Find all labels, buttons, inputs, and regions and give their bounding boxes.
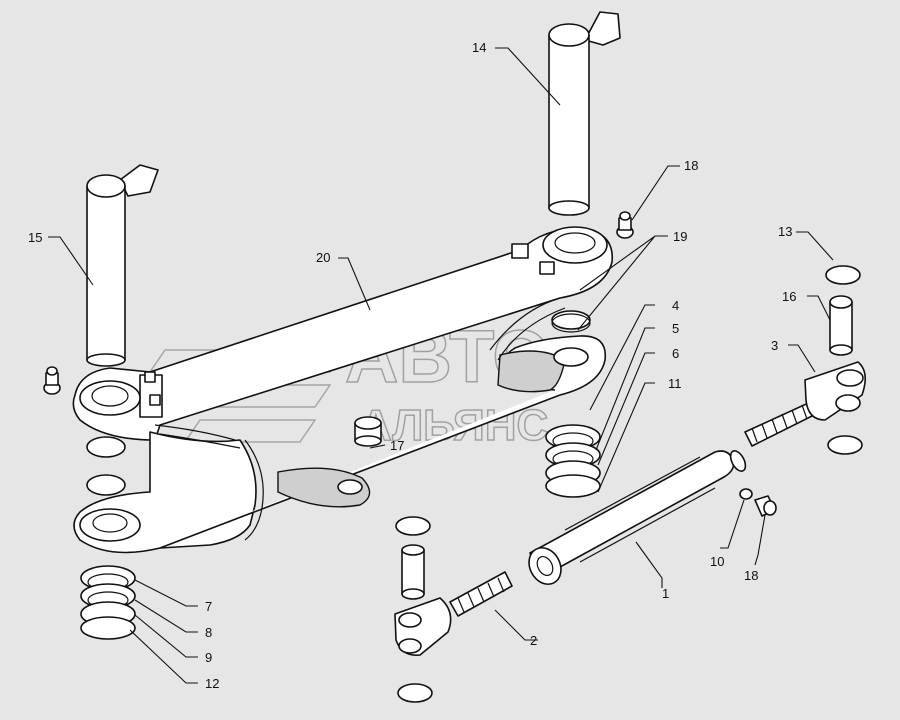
ring-13 [825, 265, 861, 285]
ring-top-2 [395, 516, 431, 536]
clevis-3 [744, 361, 866, 447]
callout-18-upper: 18 [684, 158, 698, 173]
callout-2: 2 [530, 633, 537, 648]
spring-stack-left [80, 565, 136, 640]
callout-17: 17 [390, 438, 404, 453]
grease-fitting-left [43, 366, 61, 395]
callout-6: 6 [672, 346, 679, 361]
callout-18-lower: 18 [744, 568, 758, 583]
clevis-2 [394, 571, 513, 657]
callout-10: 10 [710, 554, 724, 569]
callout-8: 8 [205, 625, 212, 640]
callout-13: 13 [778, 224, 792, 239]
bushing-rings-19 [551, 310, 591, 367]
rings-left [86, 436, 126, 496]
callout-3: 3 [771, 338, 778, 353]
callout-16: 16 [782, 289, 796, 304]
pin-small-2 [401, 544, 425, 600]
callout-11: 11 [668, 376, 682, 391]
spring-stack-right [545, 424, 601, 498]
pin-16 [829, 295, 853, 356]
callout-1: 1 [662, 586, 669, 601]
callout-12: 12 [205, 676, 219, 691]
grease-fitting-right [754, 495, 777, 517]
lower-link-frame [72, 226, 613, 554]
pin-15 [86, 164, 159, 367]
callout-19: 19 [673, 229, 687, 244]
callout-14: 14 [472, 40, 486, 55]
pin-14 [548, 11, 621, 216]
grease-fitting-upper [616, 211, 634, 239]
ring-bottom-right [827, 435, 863, 455]
callout-4: 4 [672, 298, 679, 313]
callout-20: 20 [316, 250, 330, 265]
callout-15: 15 [28, 230, 42, 245]
bushing-17 [354, 416, 382, 447]
callout-7: 7 [205, 599, 212, 614]
callout-9: 9 [205, 650, 212, 665]
ring-bottom-2 [397, 683, 433, 703]
leader-lines [48, 47, 834, 684]
washer-10 [739, 488, 753, 500]
callout-5: 5 [672, 321, 679, 336]
callout-labels: 1 2 3 4 5 6 7 8 9 10 11 12 13 14 15 16 1… [28, 40, 796, 691]
turnbuckle-body-1 [528, 450, 747, 585]
